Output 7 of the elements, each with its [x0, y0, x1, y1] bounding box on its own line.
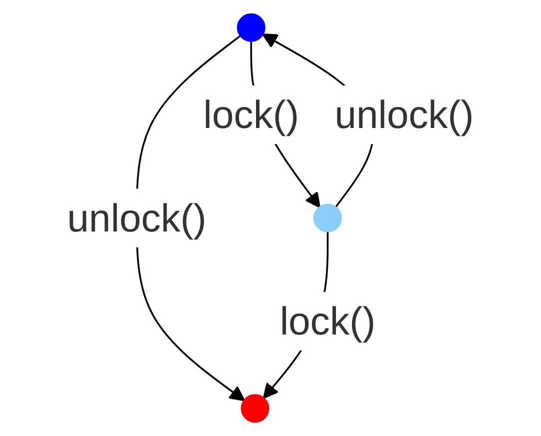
- edge-label: unlock(): [67, 196, 206, 240]
- node-circle: [240, 394, 270, 423]
- edge-label: unlock(): [334, 92, 474, 138]
- node-circle: [313, 204, 342, 232]
- node-circle: [236, 13, 266, 42]
- edge-label: lock(): [203, 92, 299, 138]
- edge-label: lock(): [280, 298, 376, 344]
